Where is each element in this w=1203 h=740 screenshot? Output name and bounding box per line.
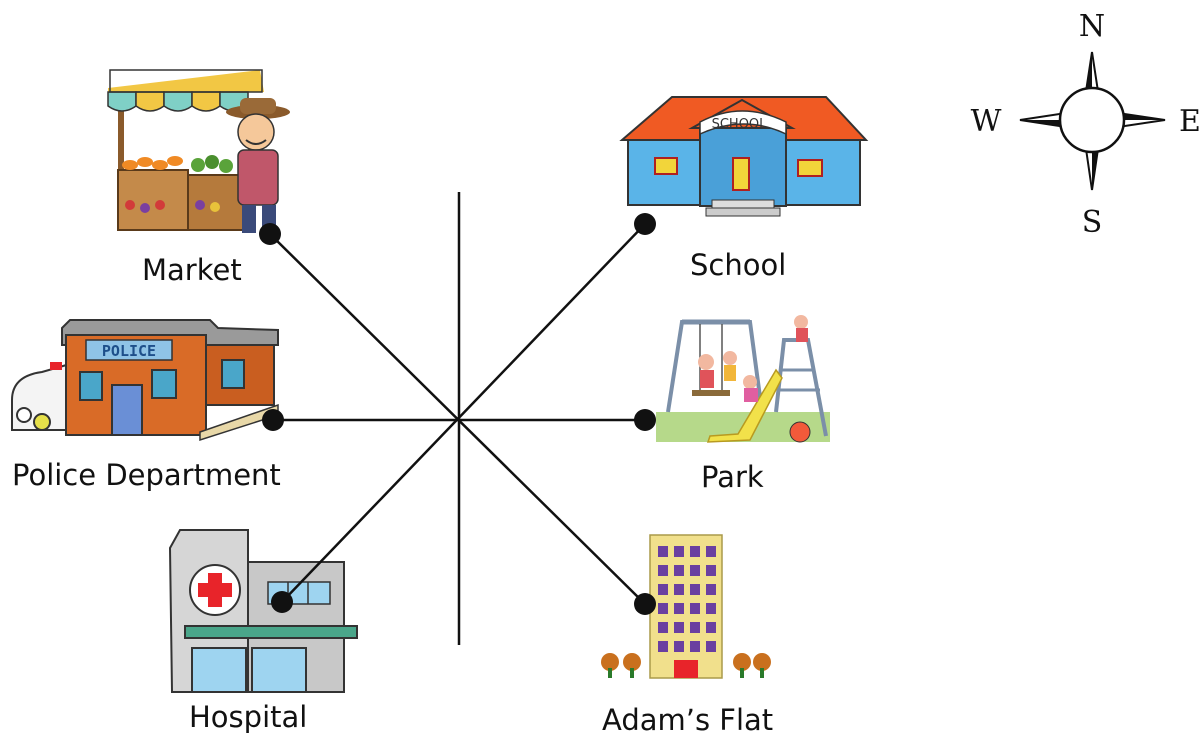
park-illustration [656, 315, 830, 443]
compass-east-label: E [1179, 104, 1201, 139]
compass-north-label: N [1079, 9, 1105, 44]
flat-windows [658, 546, 716, 652]
dot-school [634, 213, 656, 235]
compass-south-label: S [1082, 205, 1103, 240]
label-hospital: Hospital [189, 700, 308, 734]
connection-lines [269, 192, 646, 645]
label-police-department: Police Department [12, 458, 281, 492]
compass-west-label: W [971, 104, 1002, 139]
label-school: School [690, 248, 787, 282]
label-adams-flat: Adam’s Flat [602, 703, 774, 737]
line-hospital-school [281, 223, 646, 603]
market-illustration [107, 69, 290, 233]
police-sign: POLICE [102, 342, 156, 360]
flat-illustration [601, 534, 771, 679]
dot-flat [634, 593, 656, 615]
compass-rose: N S W E [971, 9, 1201, 240]
label-park: Park [701, 460, 764, 494]
label-market: Market [142, 253, 242, 287]
dot-police [262, 409, 284, 431]
dot-market [259, 223, 281, 245]
police-illustration: POLICE [11, 319, 279, 442]
dot-park [634, 409, 656, 431]
school-sign: SCHOOL [712, 117, 768, 132]
school-illustration: SCHOOL [619, 96, 869, 217]
hospital-illustration [168, 529, 358, 693]
endpoint-dots [259, 213, 656, 615]
flat-trees [601, 653, 771, 678]
dot-hospital [271, 591, 293, 613]
